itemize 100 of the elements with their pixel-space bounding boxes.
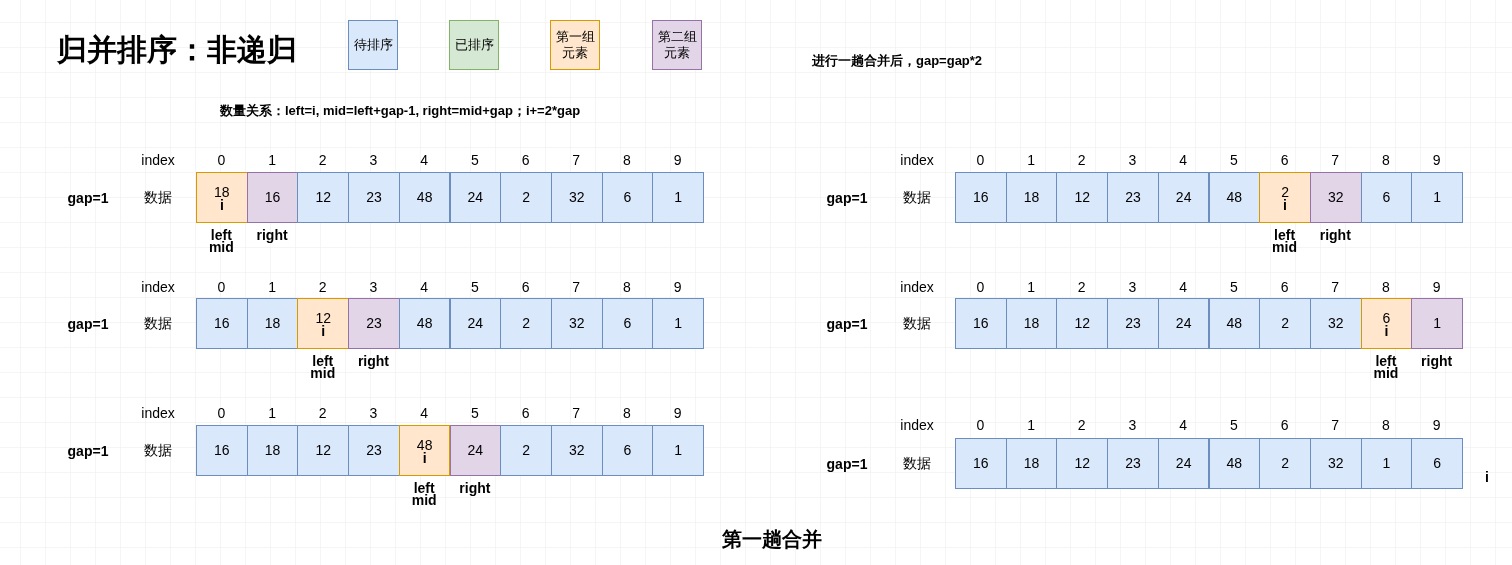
index-number: 9 — [1432, 417, 1441, 433]
cell-value: 24 — [1175, 456, 1192, 471]
cell-value: 6 — [1382, 310, 1391, 326]
array-cell — [1259, 438, 1311, 489]
array-cell — [297, 425, 350, 476]
cell-value: 6 — [1382, 190, 1391, 205]
array-cell — [196, 172, 248, 223]
cell-value: 32 — [1327, 190, 1344, 205]
pointer-label: right — [357, 355, 389, 367]
array-cell — [601, 425, 654, 476]
index-number: 9 — [673, 152, 682, 168]
cell-value: 6 — [623, 443, 632, 458]
cell-value: 23 — [1125, 190, 1141, 205]
cell-value: 6 — [623, 316, 632, 331]
row-header: 数据 — [144, 314, 172, 333]
cell-value: 18 — [1023, 316, 1040, 331]
array-cell — [398, 172, 451, 223]
array-cell — [1005, 438, 1058, 489]
array-cell — [1309, 298, 1362, 349]
cell-value: 16 — [214, 443, 230, 458]
cell-value: 32 — [1327, 456, 1344, 471]
index-number: 0 — [217, 152, 226, 168]
cell-value: 6 — [1433, 456, 1442, 471]
index-number: 0 — [217, 279, 226, 295]
array-cell — [246, 172, 299, 223]
legend-text: 已排序 — [454, 37, 494, 53]
cell-value: 1 — [1433, 190, 1442, 205]
index-number: 2 — [318, 152, 327, 168]
row-header: index — [141, 152, 175, 168]
cell-value: 23 — [366, 316, 382, 331]
index-number: 5 — [470, 405, 479, 421]
cell-value: 18 — [264, 316, 281, 331]
row-header: index — [900, 417, 934, 433]
pointer-label: right — [1319, 229, 1351, 241]
index-number: 7 — [572, 405, 581, 421]
row-header: 数据 — [903, 314, 931, 333]
index-number: 2 — [318, 279, 327, 295]
array-cell — [297, 298, 350, 349]
index-number: 0 — [217, 405, 226, 421]
array-cell — [246, 425, 299, 476]
index-number: 1 — [1027, 417, 1035, 433]
array-cell — [449, 172, 502, 223]
array-cell — [449, 425, 502, 476]
index-number: 8 — [623, 405, 631, 421]
cell-value: 23 — [1125, 316, 1141, 331]
pointer-label: i — [321, 325, 326, 337]
cell-value: 23 — [366, 443, 382, 458]
array-cell — [1157, 298, 1210, 349]
pointer-label: left mid — [310, 355, 336, 379]
cell-value: 23 — [1125, 456, 1141, 471]
cell-value: 24 — [467, 316, 484, 331]
cell-value: 16 — [973, 456, 989, 471]
array-cell — [1360, 298, 1413, 349]
array-cell — [500, 172, 552, 223]
array-cell — [1309, 172, 1362, 223]
index-number: 1 — [1027, 279, 1035, 295]
index-number: 9 — [1432, 152, 1441, 168]
index-number: 4 — [420, 279, 429, 295]
array-cell — [398, 425, 451, 476]
array-cell — [1208, 438, 1261, 489]
index-number: 0 — [976, 279, 985, 295]
index-number: 8 — [1382, 279, 1390, 295]
array-cell — [1056, 438, 1109, 489]
cell-value: 1 — [674, 443, 683, 458]
array-cell — [196, 425, 248, 476]
cell-value: 18 — [1023, 456, 1040, 471]
array-cell — [1157, 172, 1210, 223]
pointer-label: i — [219, 199, 224, 211]
index-number: 8 — [623, 152, 631, 168]
cell-value: 12 — [315, 310, 331, 326]
array-cell — [1005, 172, 1058, 223]
index-number: 5 — [1229, 279, 1238, 295]
cell-value: 18 — [264, 443, 281, 458]
pointer-label: i — [422, 452, 427, 464]
gap-label: gap=1 — [826, 189, 868, 206]
pointer-label: right — [1421, 355, 1453, 367]
array-cell — [601, 172, 654, 223]
index-number: 2 — [1077, 417, 1086, 433]
array-cell — [1157, 438, 1210, 489]
index-number: 7 — [572, 152, 581, 168]
array-cell — [297, 172, 350, 223]
index-number: 3 — [369, 279, 378, 295]
index-number: 4 — [1179, 152, 1188, 168]
index-number: 5 — [470, 279, 479, 295]
pointer-label: left mid — [208, 229, 234, 253]
cell-value: 12 — [1074, 456, 1090, 471]
index-number: 0 — [976, 417, 985, 433]
cell-value: 48 — [1226, 190, 1243, 205]
cell-value: 48 — [416, 437, 433, 453]
cell-value: 12 — [1074, 316, 1090, 331]
cell-value: 1 — [1433, 316, 1442, 331]
array-cell — [955, 172, 1007, 223]
cell-value: 48 — [1226, 456, 1243, 471]
gap-label: gap=1 — [67, 315, 109, 332]
array-cell — [1056, 298, 1109, 349]
cell-value: 24 — [1175, 316, 1192, 331]
row-header: index — [141, 405, 175, 421]
cell-value: 48 — [1226, 316, 1243, 331]
cell-value: 2 — [1281, 456, 1289, 471]
pointer-label: right — [256, 229, 288, 241]
